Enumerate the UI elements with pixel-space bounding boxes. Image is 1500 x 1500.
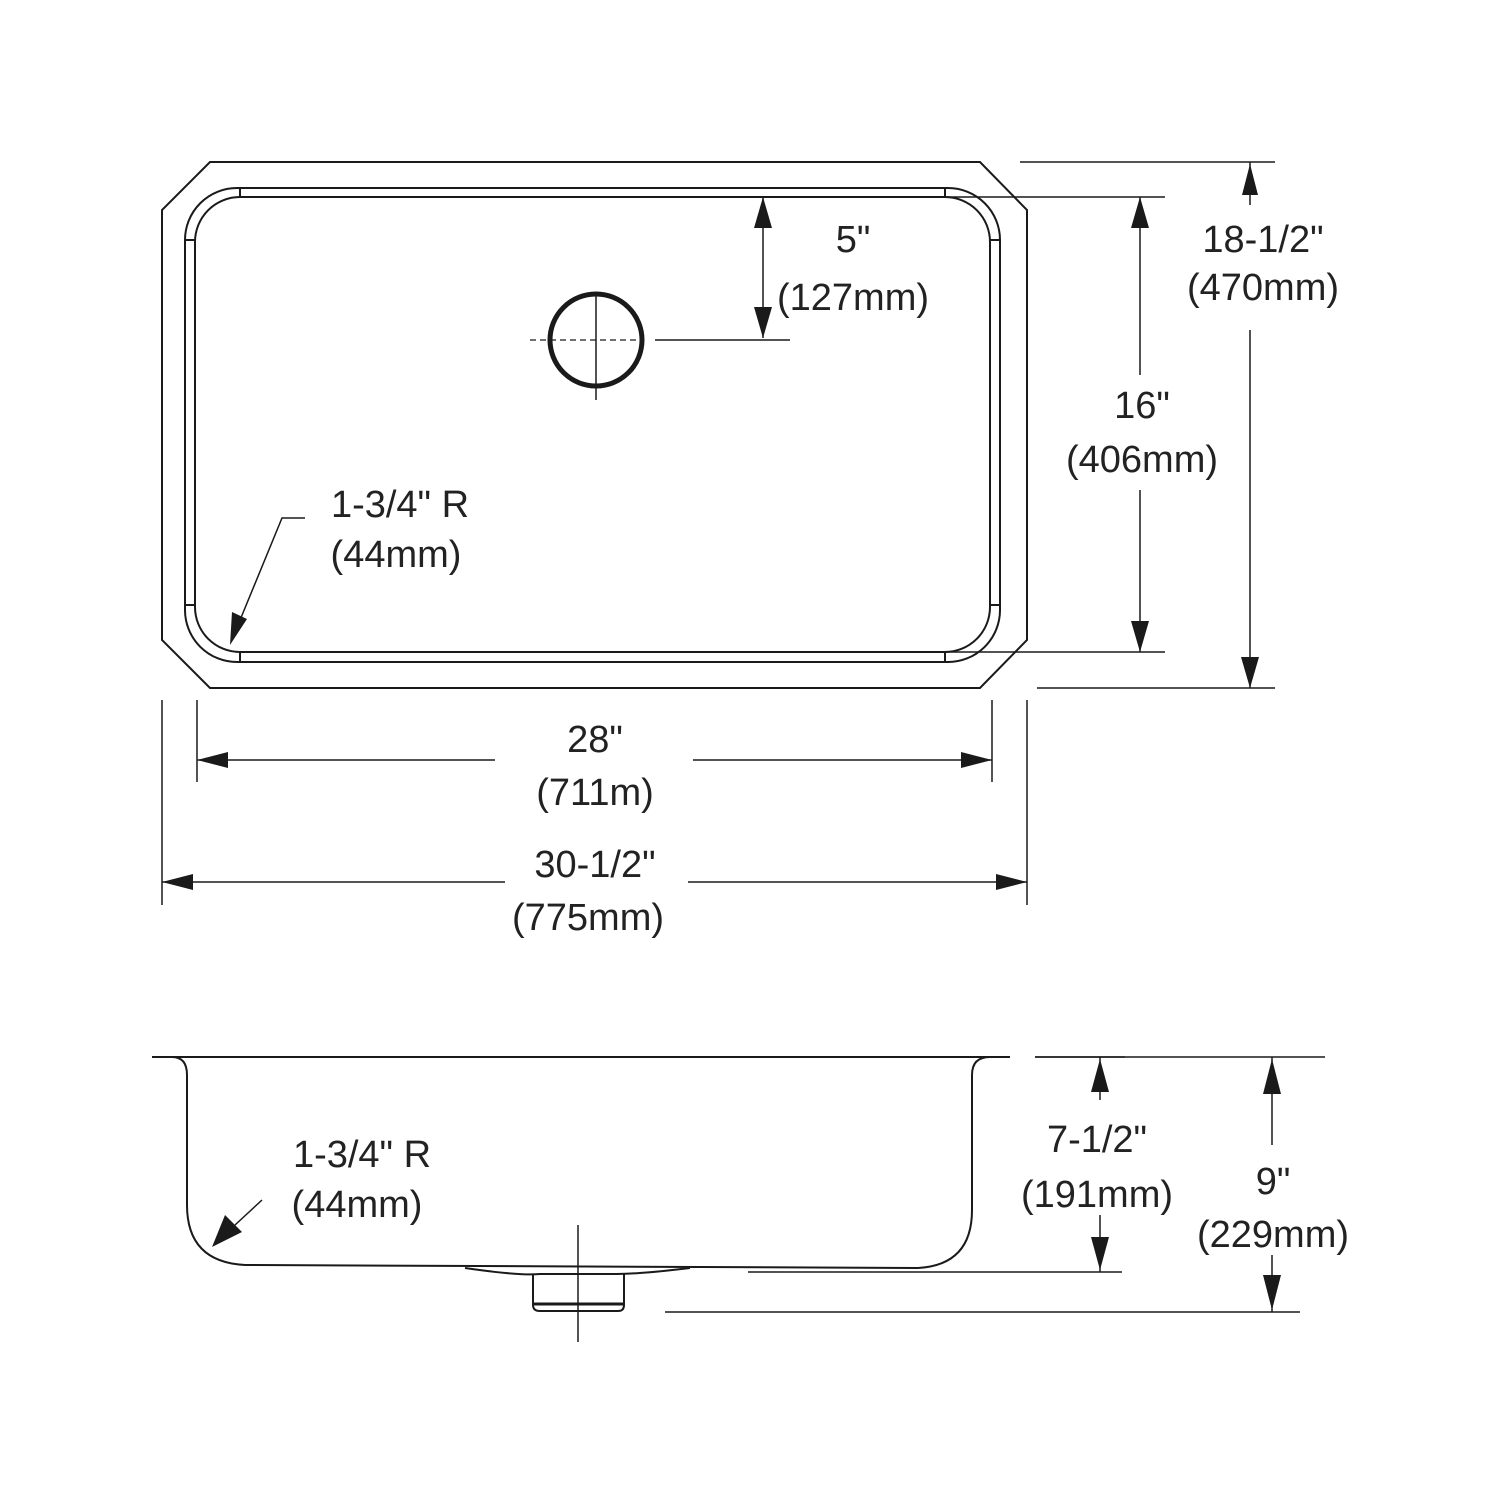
drain-offset-dimension: 5" (127mm) xyxy=(655,197,929,341)
drain-body xyxy=(532,1274,625,1312)
drain-offset-in: 5" xyxy=(836,219,871,261)
side-view: 1-3/4" R (44mm) 7-1/2" (191mm) 9" (229mm… xyxy=(152,1056,1349,1342)
overall-depth-in: 9" xyxy=(1256,1161,1291,1203)
bowl-outer-edge xyxy=(184,187,1001,663)
side-corner-radius-in: 1-3/4" R xyxy=(293,1134,431,1176)
overall-depth-dimension: 9" (229mm) xyxy=(665,1056,1349,1313)
bowl-front-back-mm: (406mm) xyxy=(1066,439,1218,481)
bowl-front-back-in: 16" xyxy=(1114,385,1170,427)
drain-offset-mm: (127mm) xyxy=(777,277,929,319)
bowl-depth-mm: (191mm) xyxy=(1021,1174,1173,1216)
bowl-width-in: 28" xyxy=(567,719,623,761)
overall-width-dimension: 30-1/2" (775mm) xyxy=(161,700,1028,939)
overall-front-back-in: 18-1/2" xyxy=(1202,219,1323,261)
sink-outer-rim xyxy=(161,161,1028,689)
overall-front-back-mm: (470mm) xyxy=(1187,267,1339,309)
overall-width-mm: (775mm) xyxy=(512,897,664,939)
bowl-width-dimension: 28" (711m) xyxy=(196,700,993,814)
bowl-depth-in: 7-1/2" xyxy=(1047,1119,1147,1161)
bowl-inner-edge xyxy=(194,196,991,653)
top-corner-radius-in: 1-3/4" R xyxy=(331,484,469,526)
overall-depth-mm: (229mm) xyxy=(1197,1214,1349,1256)
overall-front-back-dimension: 18-1/2" (470mm) xyxy=(1020,161,1339,689)
side-corner-radius-mm: (44mm) xyxy=(292,1184,423,1226)
sink-profile xyxy=(152,1056,1010,1270)
top-corner-radius-callout: 1-3/4" R (44mm) xyxy=(230,484,469,645)
top-corner-radius-mm: (44mm) xyxy=(331,534,462,576)
bowl-depth-dimension: 7-1/2" (191mm) xyxy=(748,1056,1173,1273)
top-view: 5" (127mm) 16" (406mm) 18-1/2" (470mm) xyxy=(161,161,1339,939)
side-corner-radius-callout: 1-3/4" R (44mm) xyxy=(212,1134,431,1247)
bowl-width-mm: (711m) xyxy=(536,772,654,814)
overall-width-in: 30-1/2" xyxy=(534,844,655,886)
bowl-front-back-dimension: 16" (406mm) xyxy=(945,196,1218,653)
